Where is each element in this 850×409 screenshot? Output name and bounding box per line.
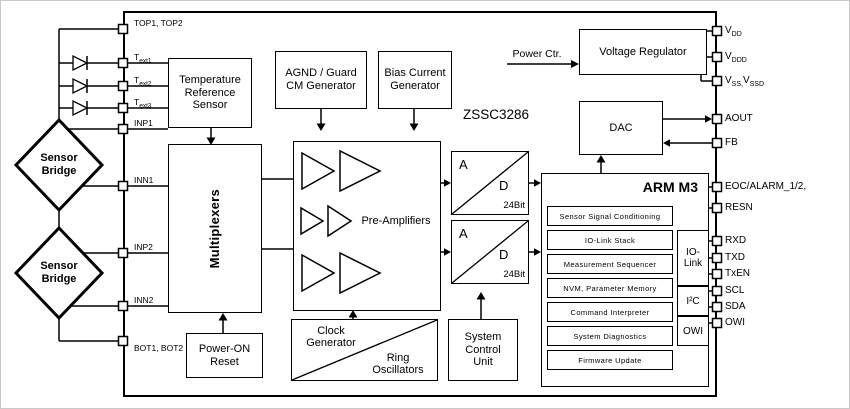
pre-amplifiers-label: Pre-Amplifiers [361, 215, 431, 227]
power-on-reset-label: Power-ON Reset [198, 342, 251, 368]
arm-module-label: NVM, Parameter Memory [563, 283, 657, 293]
arm-module-command-interpreter: Command Interpreter [547, 302, 673, 322]
vdd-base: V [725, 25, 732, 36]
diode-icons [72, 54, 89, 117]
arm-interface-owi: OWI [677, 316, 709, 346]
text1-base: T [134, 52, 140, 62]
sensor-bridge-1-label: Sensor Bridge [29, 152, 89, 178]
sensor-bridge-2-line1: Sensor [40, 260, 78, 272]
io-link-label-line1: IO- [686, 247, 700, 258]
agnd-guard-cm-generator-block: AGND / Guard CM Generator [275, 51, 367, 109]
arm-module-firmware-update: Firmware Update [547, 350, 673, 370]
adc1-a-label: A [459, 157, 468, 172]
pin-label-inn2: INN2 [134, 295, 154, 305]
dac-block: DAC [579, 101, 663, 155]
arm-interface-i2c: I²C [677, 286, 709, 316]
vss-base2: V [742, 75, 750, 86]
pin-label-owi: OWI [725, 317, 745, 328]
temperature-reference-sensor-block: Temperature Reference Sensor [168, 58, 252, 128]
arm-module-label: IO-Link Stack [584, 235, 636, 245]
pin-label-top: TOP1, TOP2 [134, 18, 183, 28]
arm-module-label: Command Interpreter [570, 307, 650, 317]
pin-label-vddd: VDDD [725, 51, 747, 64]
arm-m3-block: ARM M3 Sensor Signal Conditioning IO-Lin… [541, 173, 709, 387]
text3-sub: ext3 [139, 102, 152, 110]
arm-module-label: System Diagnostics [573, 331, 647, 341]
power-on-reset-block: Power-ON Reset [186, 333, 263, 378]
vddd-sub: DDD [731, 57, 747, 64]
pin-label-vdd: VDD [725, 25, 742, 38]
sensor-bridge-1-line1: Sensor [40, 152, 78, 164]
pin-label-txd: TXD [725, 252, 745, 263]
arm-interface-io-link: IO- Link [677, 230, 709, 286]
system-control-unit-label: System Control Unit [464, 330, 502, 369]
owi-label: OWI [683, 325, 703, 337]
i2c-label: I²C [686, 295, 700, 307]
pin-label-inp1: INP1 [134, 118, 153, 128]
pin-label-text2: Text2 [134, 75, 152, 88]
arm-m3-title: ARM M3 [642, 179, 698, 195]
arm-module-label: Measurement Sequencer [563, 259, 657, 269]
arm-module-measurement-sequencer: Measurement Sequencer [547, 254, 673, 274]
pin-label-resn: RESN [725, 202, 753, 213]
pin-label-scl: SCL [725, 285, 745, 296]
pin-label-sda: SDA [725, 301, 746, 312]
bias-current-generator-label: Bias Current Generator [384, 67, 446, 92]
adc2-bits-label: 24Bit [503, 269, 525, 280]
vss-sub2: SSD [749, 81, 765, 88]
adc2-a-label: A [459, 226, 468, 241]
adc1-bits-label: 24Bit [503, 200, 525, 211]
multiplexers-label: Multiplexers [207, 188, 223, 269]
system-control-unit-block: System Control Unit [448, 319, 518, 381]
part-number-label: ZSSC3286 [463, 107, 530, 122]
arm-module-nvm-parameter-memory: NVM, Parameter Memory [547, 278, 673, 298]
pin-label-bot: BOT1, BOT2 [134, 343, 184, 353]
temperature-reference-sensor-label: Temperature Reference Sensor [179, 73, 241, 112]
agnd-guard-cm-generator-label: AGND / Guard CM Generator [285, 67, 357, 92]
multiplexers-block: Multiplexers [168, 144, 262, 313]
io-link-label-line2: Link [683, 258, 703, 269]
arm-module-sensor-signal-conditioning: Sensor Signal Conditioning [547, 206, 673, 226]
text1-sub: ext1 [139, 57, 152, 65]
ring-oscillators-label: Ring Oscillators [372, 352, 424, 376]
pin-label-inn1: INN1 [134, 175, 154, 185]
text2-sub: ext2 [139, 80, 152, 88]
power-ctr-label: Power Ctr. [512, 48, 562, 60]
pin-label-fb: FB [725, 137, 738, 148]
arm-module-system-diagnostics: System Diagnostics [547, 326, 673, 346]
arm-module-io-link-stack: IO-Link Stack [547, 230, 673, 250]
vdd-sub: DD [731, 31, 742, 38]
arm-module-label: Sensor Signal Conditioning [559, 211, 661, 221]
pin-label-inp2: INP2 [134, 242, 153, 252]
pin-label-aout: AOUT [725, 113, 753, 124]
dac-label: DAC [609, 121, 633, 134]
pin-label-eoc-alarm: EOC/ALARM_1/2, [725, 181, 807, 192]
pin-label-text3: Text3 [134, 97, 152, 110]
voltage-regulator-label: Voltage Regulator [599, 45, 687, 58]
pin-label-rxd: RXD [725, 235, 747, 246]
sensor-bridge-2-line2: Bridge [41, 273, 77, 285]
sensor-bridge-2-label: Sensor Bridge [29, 260, 89, 286]
vddd-base: V [725, 51, 732, 62]
bias-current-generator-block: Bias Current Generator [378, 51, 452, 109]
sensor-bridge-1-line2: Bridge [41, 165, 77, 177]
arm-module-label: Firmware Update [578, 355, 642, 365]
pin-label-txen: TxEN [725, 268, 750, 279]
clock-generator-label: Clock Generator [306, 325, 356, 349]
adc2-d-label: D [499, 247, 509, 262]
pin-label-vss-vssd: VSS,VSSD [725, 75, 764, 88]
vss-sub1: SS, [731, 81, 743, 88]
adc1-d-label: D [499, 178, 509, 193]
vss-base1: V [725, 75, 732, 86]
pin-label-text1: Text1 [134, 52, 152, 65]
voltage-regulator-block: Voltage Regulator [579, 29, 707, 75]
